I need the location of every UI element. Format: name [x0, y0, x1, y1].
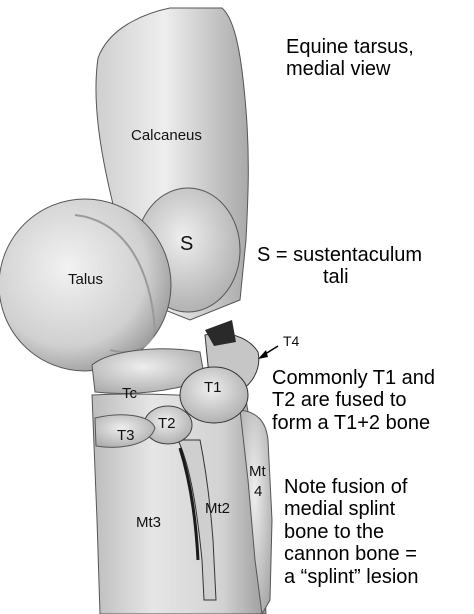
label-t4: T4 — [283, 333, 300, 349]
caption-sustentaculum-line: S = sustentaculum — [257, 244, 423, 266]
caption-splint: Note fusion of medial splint bone to the… — [284, 476, 419, 588]
caption-sustentaculum-line: tali — [323, 266, 349, 289]
label-calcaneus: Calcaneus — [131, 127, 202, 144]
label-t2: T2 — [158, 415, 176, 432]
label-mt2: Mt2 — [205, 500, 231, 517]
label-talus: Talus — [68, 271, 104, 288]
label-mt3: Mt3 — [136, 514, 162, 531]
caption-t1-t2-line: Commonly T1 and — [272, 367, 436, 389]
mt4-bone — [239, 409, 273, 614]
t3-bone — [94, 414, 156, 448]
splint-fusion-line — [178, 447, 200, 561]
label-mt4-top: Mt — [249, 463, 266, 480]
label-t1: T1 — [204, 379, 222, 396]
caption-splint-line: cannon bone = — [284, 543, 417, 566]
label-mt4-bottom: 4 — [254, 483, 263, 500]
caption-t1-t2-line: form a T1+2 bone — [272, 411, 431, 434]
caption-splint-line: Note fusion of — [284, 476, 408, 498]
caption-t1-t2: Commonly T1 and T2 are fused to form a T… — [272, 367, 435, 434]
joint-shadow — [205, 320, 236, 346]
caption-title-line: Equine tarsus, — [286, 36, 414, 58]
label-s: S — [180, 233, 194, 255]
caption-title-line: medial view — [286, 58, 391, 81]
label-tc: Tc — [122, 385, 137, 402]
caption-t1-t2-line: T2 are fused to — [272, 389, 407, 412]
talus-bone — [0, 198, 172, 372]
t4-arrowhead — [258, 350, 268, 359]
caption-title: Equine tarsus, medial view — [286, 36, 414, 81]
caption-splint-line: medial splint — [284, 498, 396, 521]
mt2-bone — [177, 439, 217, 601]
label-t3: T3 — [117, 427, 135, 444]
caption-splint-line: bone to the — [284, 520, 385, 543]
t1-bone — [179, 366, 249, 424]
caption-sustentaculum: S = sustentaculum tali — [257, 244, 422, 289]
caption-splint-line: a “splint” lesion — [284, 565, 419, 588]
